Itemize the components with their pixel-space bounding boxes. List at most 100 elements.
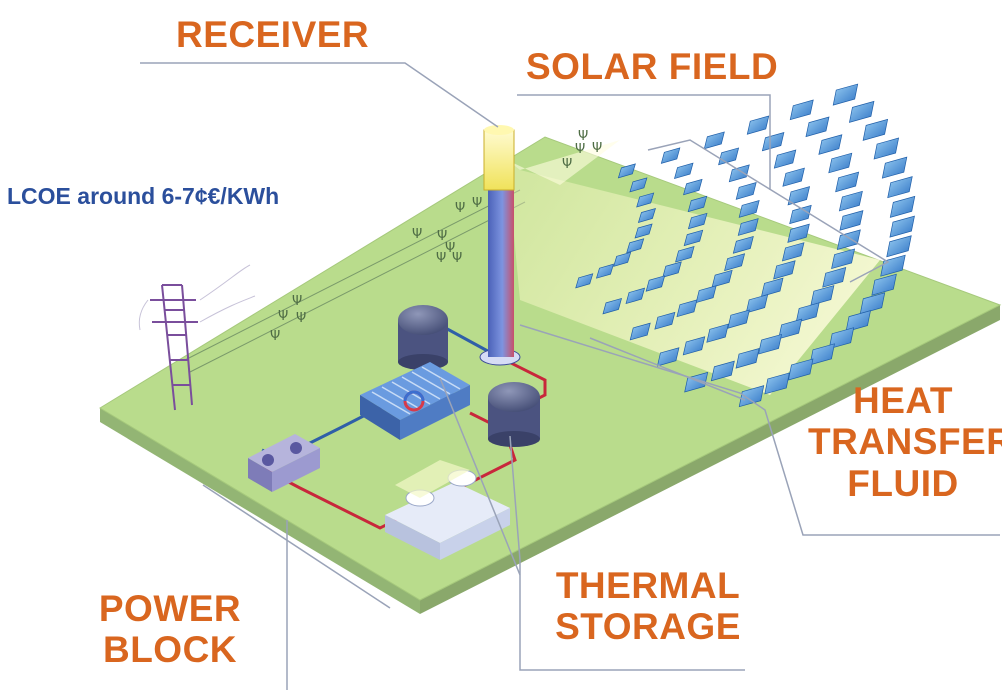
heliostat-icon (810, 285, 835, 306)
heliostat-icon (773, 260, 796, 280)
heliostat-icon (845, 310, 871, 333)
tank-icon (488, 382, 540, 447)
heliostat-icon (789, 204, 812, 225)
heliostat-icon (636, 192, 655, 208)
label-heat-transfer-fluid-line2: TRANSFER (808, 421, 1002, 463)
heliostat-icon (831, 248, 856, 270)
pylon-icon (138, 264, 256, 411)
label-lcoe: LCOE around 6-7¢€/KWh (7, 183, 280, 209)
label-power-block-line1: POWER (98, 588, 242, 629)
heliostat-icon (682, 336, 706, 356)
steam-generator (360, 362, 470, 440)
heliostat-icon (859, 292, 886, 315)
heliostat-icon (706, 323, 729, 343)
tree-icon: Ψ (472, 196, 482, 211)
tower-icon (479, 125, 521, 366)
heliostat-icon (789, 99, 814, 121)
heliostat-icon (735, 347, 760, 369)
heliostat-icon (637, 208, 656, 224)
tree-icon: Ψ (436, 251, 446, 266)
heliostat-icon (718, 147, 740, 166)
heliostat-icon (629, 177, 648, 193)
heliostat-icon (782, 167, 805, 187)
heliostat-icon (871, 273, 897, 296)
label-power-block: POWER BLOCK (85, 588, 255, 671)
heliostat-icon (634, 223, 653, 239)
heliostat-icon (662, 261, 682, 278)
heliostat-icon (828, 152, 853, 174)
heliostat-icon (683, 178, 703, 196)
label-thermal-storage-line2: STORAGE (555, 606, 741, 648)
tree-icon: Ψ (292, 294, 302, 309)
heliostat-icon (737, 218, 759, 236)
heliostat-icon (728, 164, 750, 183)
heliostat-icon (710, 360, 735, 382)
heliostat-icon (881, 156, 908, 179)
leader-lines (140, 62, 1000, 690)
label-heat-transfer-fluid: HEAT TRANSFER FLUID (808, 380, 1002, 504)
heliostat-icon (818, 134, 843, 155)
heliostat-icon (575, 273, 594, 289)
label-solar-field: SOLAR FIELD (526, 46, 779, 87)
heliostat-icon (602, 297, 622, 315)
heliostat-icon (758, 333, 783, 355)
tree-icon: Ψ (445, 241, 455, 256)
label-heat-transfer-fluid-line3: FLUID (847, 462, 959, 504)
heliostat-icon (629, 322, 651, 341)
heliostat-icon (724, 253, 746, 272)
heliostat-icon (887, 176, 913, 199)
heliostat-icon (838, 190, 863, 212)
heliostat-icon (781, 242, 805, 262)
transmission-line (184, 189, 521, 361)
heliostat-icon (625, 287, 646, 305)
heliostat-icon (886, 235, 912, 258)
tree-icon: Ψ (452, 251, 462, 266)
tree-icon: Ψ (592, 141, 602, 156)
cooling-tower-icon (385, 460, 510, 560)
heliostat-icon (746, 115, 770, 135)
heliostat-icon (745, 294, 769, 314)
heliostat-icon (695, 285, 717, 304)
heliostat-icon (595, 263, 615, 279)
heliostat-icon (778, 318, 803, 340)
label-heat-transfer-fluid-line1: HEAT (853, 380, 953, 421)
heliostat-icon (873, 137, 900, 160)
heliostat-icon (828, 327, 855, 350)
heliostat-icon (687, 212, 708, 230)
heliostat-icon (656, 347, 680, 367)
label-receiver: RECEIVER (176, 14, 370, 55)
tree-icon: Ψ (296, 311, 306, 326)
heliostat-icon (862, 118, 889, 141)
tree-icon: Ψ (437, 229, 447, 244)
heliostat-icon (738, 385, 765, 408)
heliostat-icon (773, 149, 797, 169)
heliostat-icon (735, 182, 757, 200)
tree-icon: Ψ (278, 309, 288, 324)
heliostat-icon (805, 116, 830, 138)
tree-icon: Ψ (455, 201, 465, 216)
heliostat-icon (674, 162, 694, 180)
heliostat-icon (727, 309, 750, 329)
tree-icon: Ψ (562, 157, 572, 172)
heliostat-icon (711, 269, 733, 288)
heliostat-icon (613, 251, 632, 267)
heliostat-icon (822, 267, 847, 288)
turbine-icon (248, 434, 320, 492)
heliostat-icon (660, 147, 681, 164)
heliostat-icon (676, 299, 698, 318)
label-thermal-storage-line1: THERMAL (555, 565, 741, 606)
tree-icon: Ψ (270, 329, 280, 344)
heliostat-icon (703, 131, 725, 150)
heliostat-icon (761, 132, 785, 152)
heliostat-icon (835, 171, 860, 193)
heliostat-icon (675, 246, 695, 263)
heliostat-icon (889, 195, 916, 218)
heliostat-icon (654, 311, 676, 330)
heliostat-icon (645, 275, 666, 292)
heliostat-icon (626, 238, 645, 254)
heliostat-icon (787, 223, 810, 243)
heliostat-icon (832, 83, 859, 106)
heliostat-icon (738, 200, 760, 218)
